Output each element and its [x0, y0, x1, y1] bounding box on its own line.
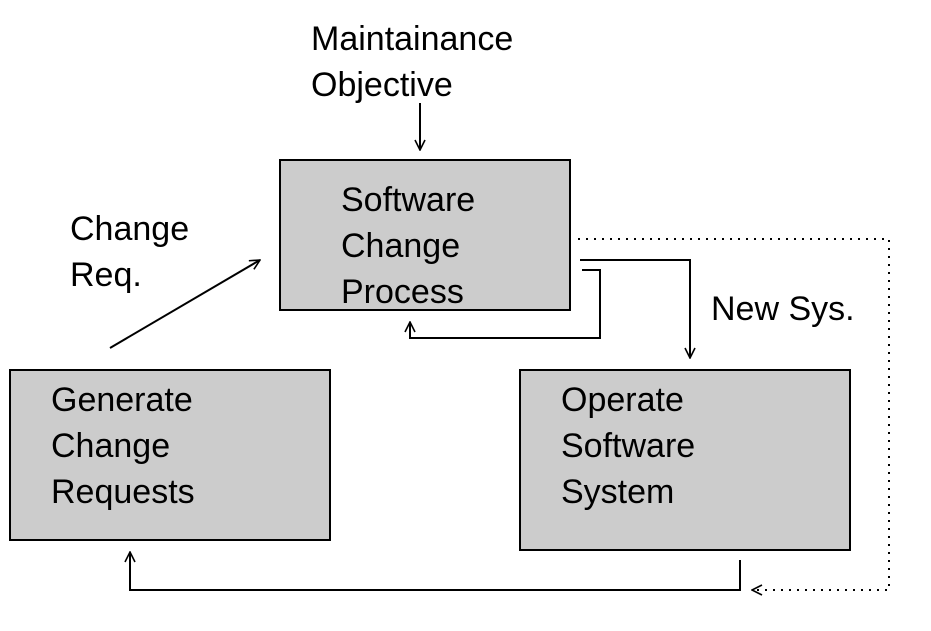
- operate-software-system-text: Operate Software System: [561, 377, 695, 515]
- generate-change-requests-box: Generate Change Requests: [9, 369, 331, 541]
- change-request-line-1: Change: [70, 210, 190, 248]
- process-line-3: Process: [341, 273, 464, 311]
- process-feedback-arrow: [410, 269, 601, 339]
- operate-software-system-box: Operate Software System: [519, 369, 851, 551]
- new-system-arrow: [580, 259, 690, 358]
- change-request-arrow: [109, 260, 260, 349]
- new-system-text: New Sys.: [711, 290, 855, 328]
- generate-change-requests-text: Generate Change Requests: [51, 377, 195, 515]
- generate-line-2: Change: [51, 427, 171, 465]
- generate-line-3: Requests: [51, 473, 195, 511]
- maintenance-objective-line-1: Maintainance: [311, 20, 514, 58]
- software-change-process-box: Software Change Process: [279, 159, 571, 311]
- process-line-1: Software: [341, 181, 476, 219]
- change-request-label: Change Req.: [70, 206, 189, 298]
- maintenance-objective-label: Maintainance Objective: [311, 16, 513, 108]
- maintenance-objective-line-2: Objective: [311, 66, 453, 104]
- process-line-2: Change: [341, 227, 461, 265]
- return-arrow: [130, 552, 741, 591]
- operate-line-2: Software: [561, 427, 696, 465]
- operate-line-3: System: [561, 473, 675, 511]
- new-system-label: New Sys.: [711, 286, 855, 332]
- generate-line-1: Generate: [51, 381, 193, 419]
- software-change-process-text: Software Change Process: [341, 177, 475, 315]
- change-request-line-2: Req.: [70, 256, 142, 294]
- operate-line-1: Operate: [561, 381, 684, 419]
